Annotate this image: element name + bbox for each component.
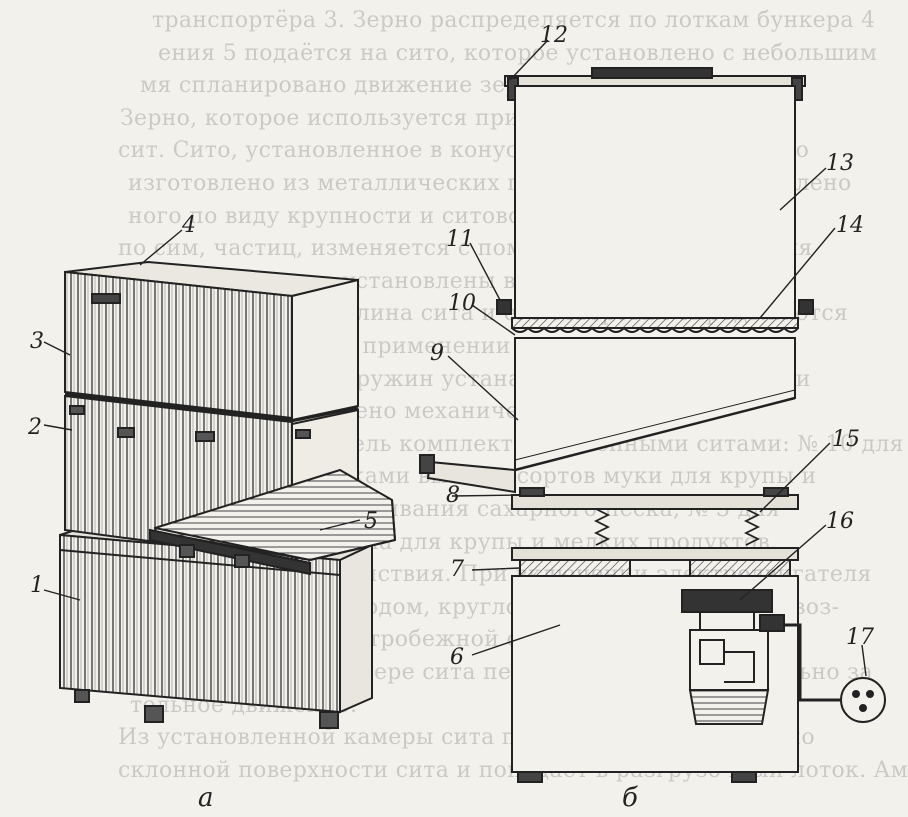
callout-14: 14: [836, 213, 864, 238]
callout-1: 1: [30, 573, 44, 598]
callout-4: 4: [181, 213, 196, 238]
springs: [593, 508, 761, 546]
callout-3: 3: [30, 329, 44, 354]
callout-6: 6: [450, 645, 464, 670]
callout-17: 17: [846, 625, 874, 650]
callout-11: 11: [446, 227, 474, 252]
leader-lines: [43, 39, 867, 677]
callout-5: 5: [364, 509, 378, 534]
motor: [681, 589, 785, 725]
callout-15: 15: [832, 427, 860, 452]
discharge-chute: [149, 468, 397, 576]
callout-7: 7: [450, 557, 464, 582]
callout-12: 12: [540, 23, 568, 48]
sieve: [511, 317, 799, 333]
callout-16: 16: [826, 509, 854, 534]
left-view: [59, 260, 397, 729]
callout-8: 8: [446, 483, 460, 508]
callout-2: 2: [27, 415, 42, 440]
caption-right: б: [622, 783, 638, 813]
callout-10: 10: [448, 291, 476, 316]
caption-left: а: [198, 783, 214, 813]
callout-9: 9: [430, 341, 444, 366]
right-view: [419, 67, 886, 783]
callout-13: 13: [826, 151, 854, 176]
